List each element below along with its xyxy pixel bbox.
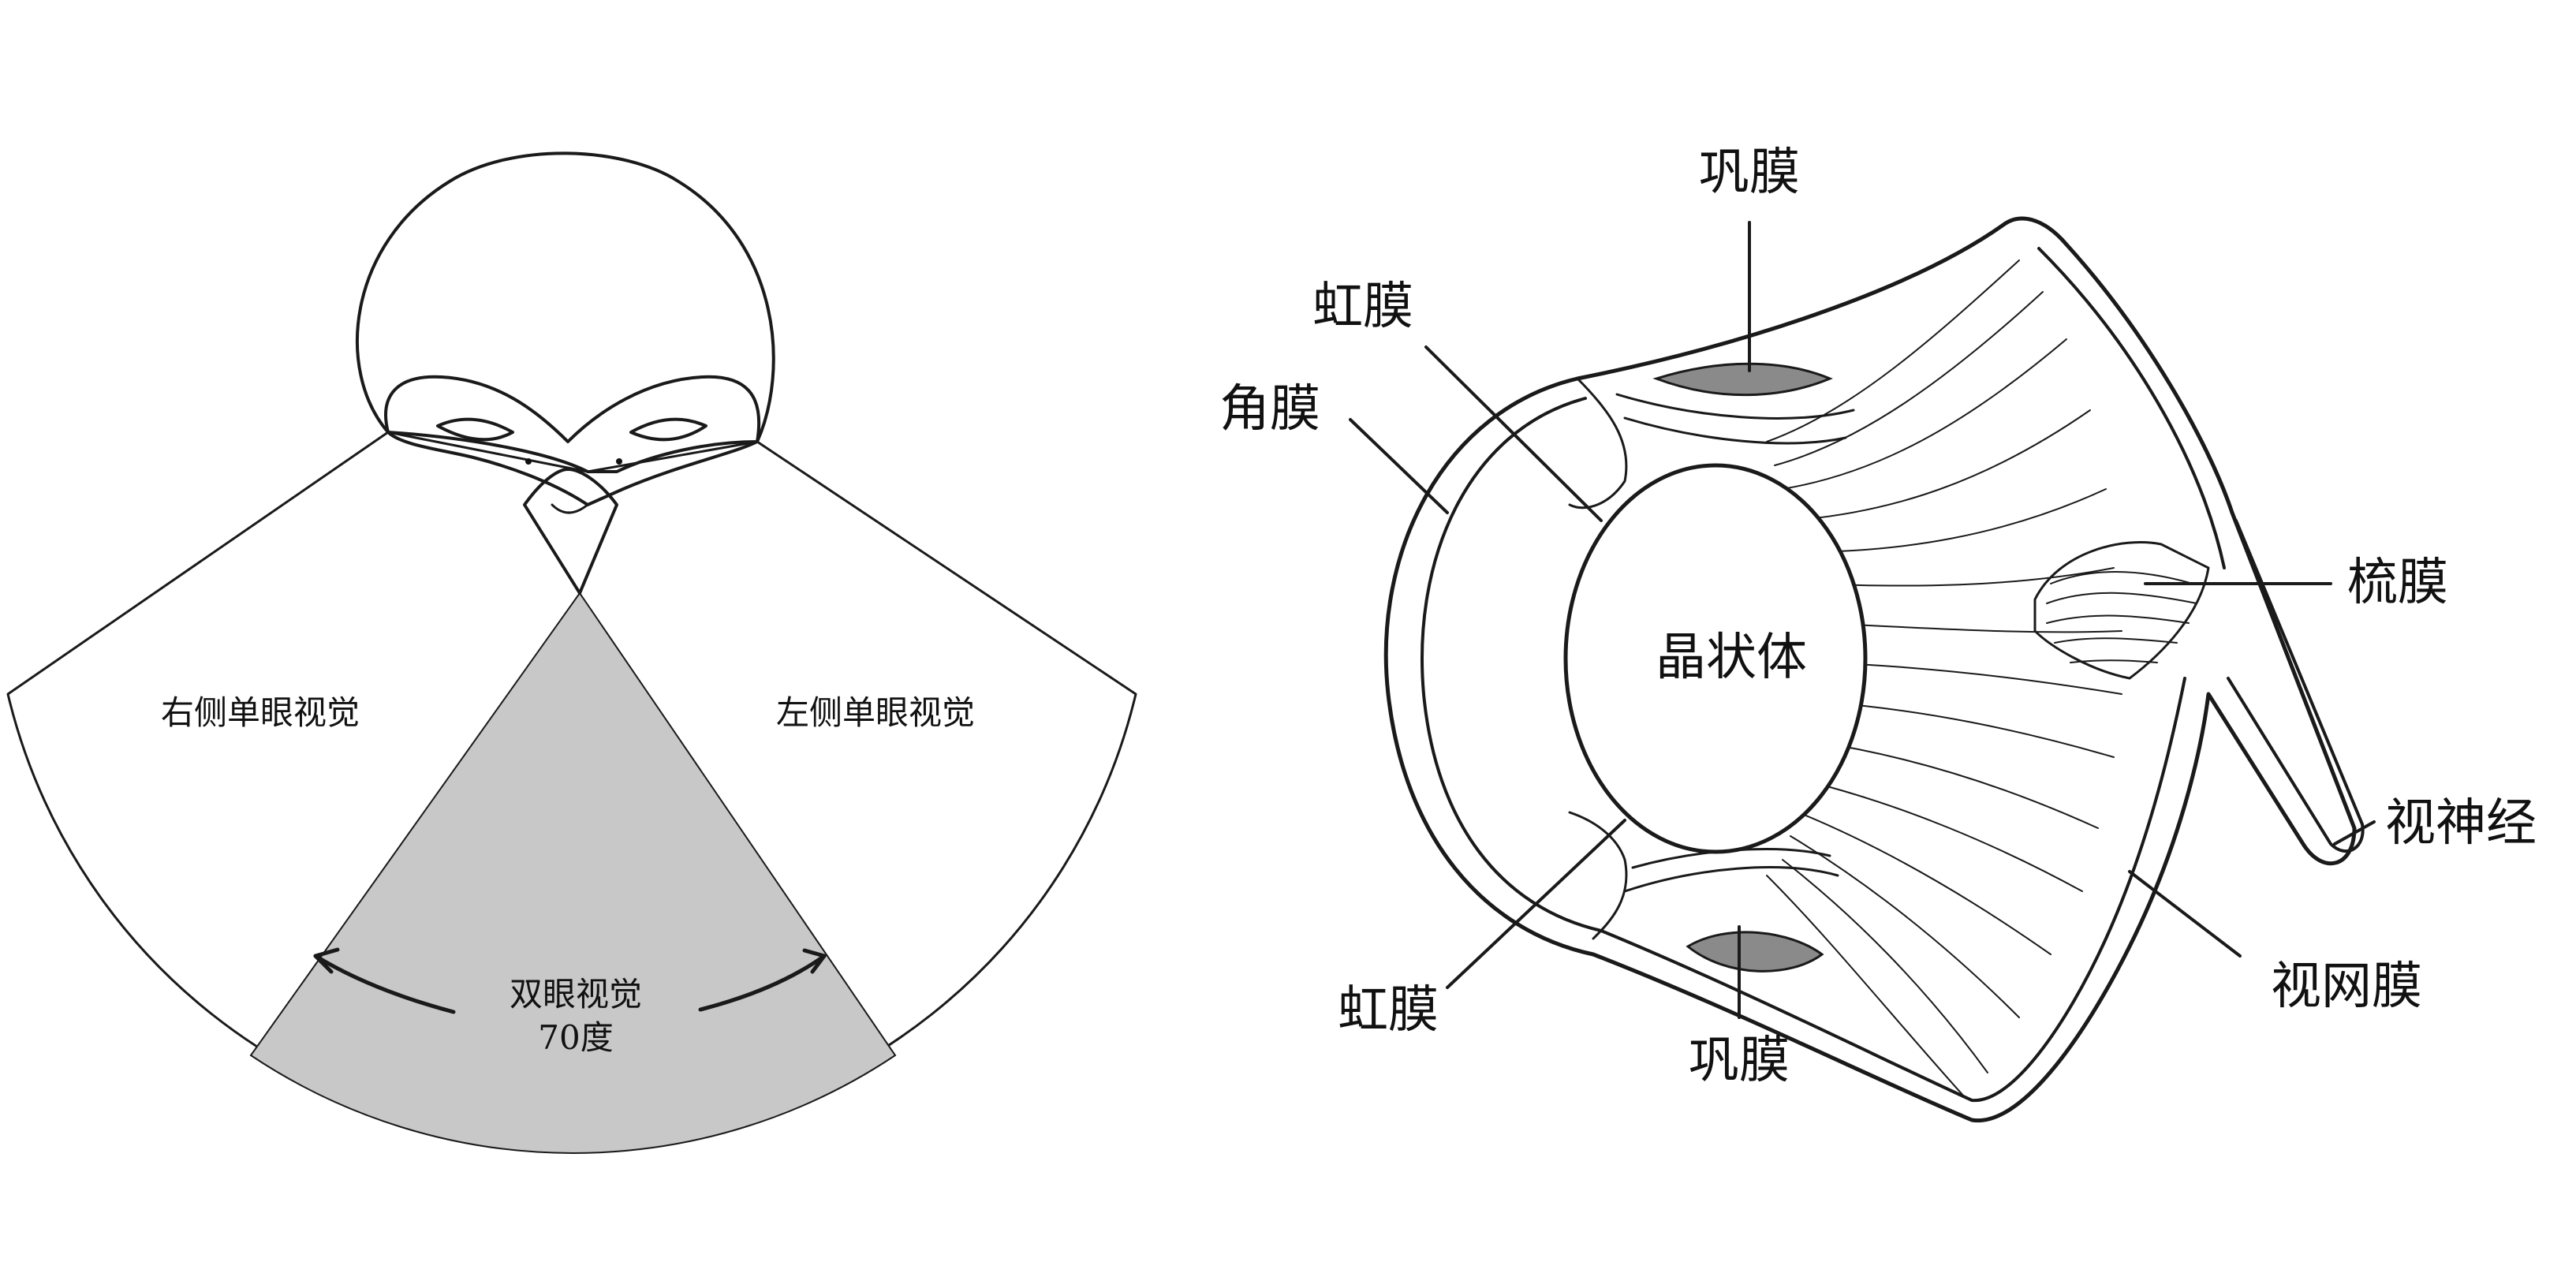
bird-right-nostril	[525, 458, 532, 465]
right-monocular-label: 右侧单眼视觉	[161, 693, 360, 732]
binocular-arrowhead-right	[802, 948, 827, 974]
optic-nerve-leader	[2333, 820, 2376, 846]
retina-label: 视网膜	[2271, 958, 2422, 1016]
bird-face-mask	[384, 375, 761, 506]
eye-anatomy-diagram: 巩膜 虹膜 角膜 晶状体 梳膜 视神经 视网膜 虹膜 巩膜	[1219, 144, 2537, 1123]
retina-inner-line	[2037, 247, 2226, 569]
binocular-angle-label: 70度	[538, 1018, 613, 1057]
eye-inner-wall	[1421, 397, 2186, 1103]
binocular-label: 双眼视觉	[510, 975, 642, 1014]
zonule-fibers	[1766, 259, 2122, 1097]
lens-label: 晶状体	[1656, 629, 1807, 687]
bird-visual-field-diagram: 右侧单眼视觉 左侧单眼视觉 双眼视觉 70度	[6, 151, 1137, 1154]
iris-bottom-leader	[1446, 819, 1626, 989]
iris-top-label: 虹膜	[1312, 278, 1413, 336]
eye-outer-wall	[1383, 216, 2357, 1123]
iris-bottom-label: 虹膜	[1338, 981, 1439, 1040]
bird-beak	[523, 468, 618, 595]
bird-left-eye	[629, 417, 707, 442]
lower-iris	[1568, 811, 1628, 940]
left-monocular-label: 左侧单眼视觉	[776, 693, 975, 732]
retina-leader	[2128, 870, 2242, 958]
pecten-folds	[2046, 571, 2197, 663]
bird-beak-ridge	[551, 503, 589, 514]
bird-head-outline	[355, 151, 775, 473]
sclera-top-label: 巩膜	[1699, 144, 1800, 202]
pecten-label: 梳膜	[2347, 554, 2448, 612]
upper-iris	[1568, 377, 1628, 510]
optic-nerve	[2227, 519, 2365, 853]
binocular-arc-right	[698, 954, 827, 1012]
binocular-field-region	[249, 592, 897, 1154]
lens	[1563, 463, 1868, 854]
bird-right-eye	[436, 417, 514, 442]
sclera-bottom-label: 巩膜	[1689, 1032, 1790, 1090]
pecten	[2033, 541, 2210, 680]
cornea-label: 角膜	[1219, 380, 1320, 439]
lower-ciliary-body	[1623, 848, 1839, 893]
cornea-leader	[1349, 418, 1449, 514]
binocular-arrowhead-left	[313, 947, 340, 974]
bird-left-nostril	[616, 458, 622, 465]
optic-nerve-label: 视神经	[2385, 794, 2537, 853]
upper-ciliary-body	[1615, 393, 1855, 445]
binocular-arc-left	[313, 954, 456, 1014]
iris-top-leader	[1424, 345, 1603, 522]
lower-sclera-band	[1686, 931, 1824, 973]
upper-sclera-band	[1652, 362, 1833, 397]
bird-head	[355, 151, 775, 595]
